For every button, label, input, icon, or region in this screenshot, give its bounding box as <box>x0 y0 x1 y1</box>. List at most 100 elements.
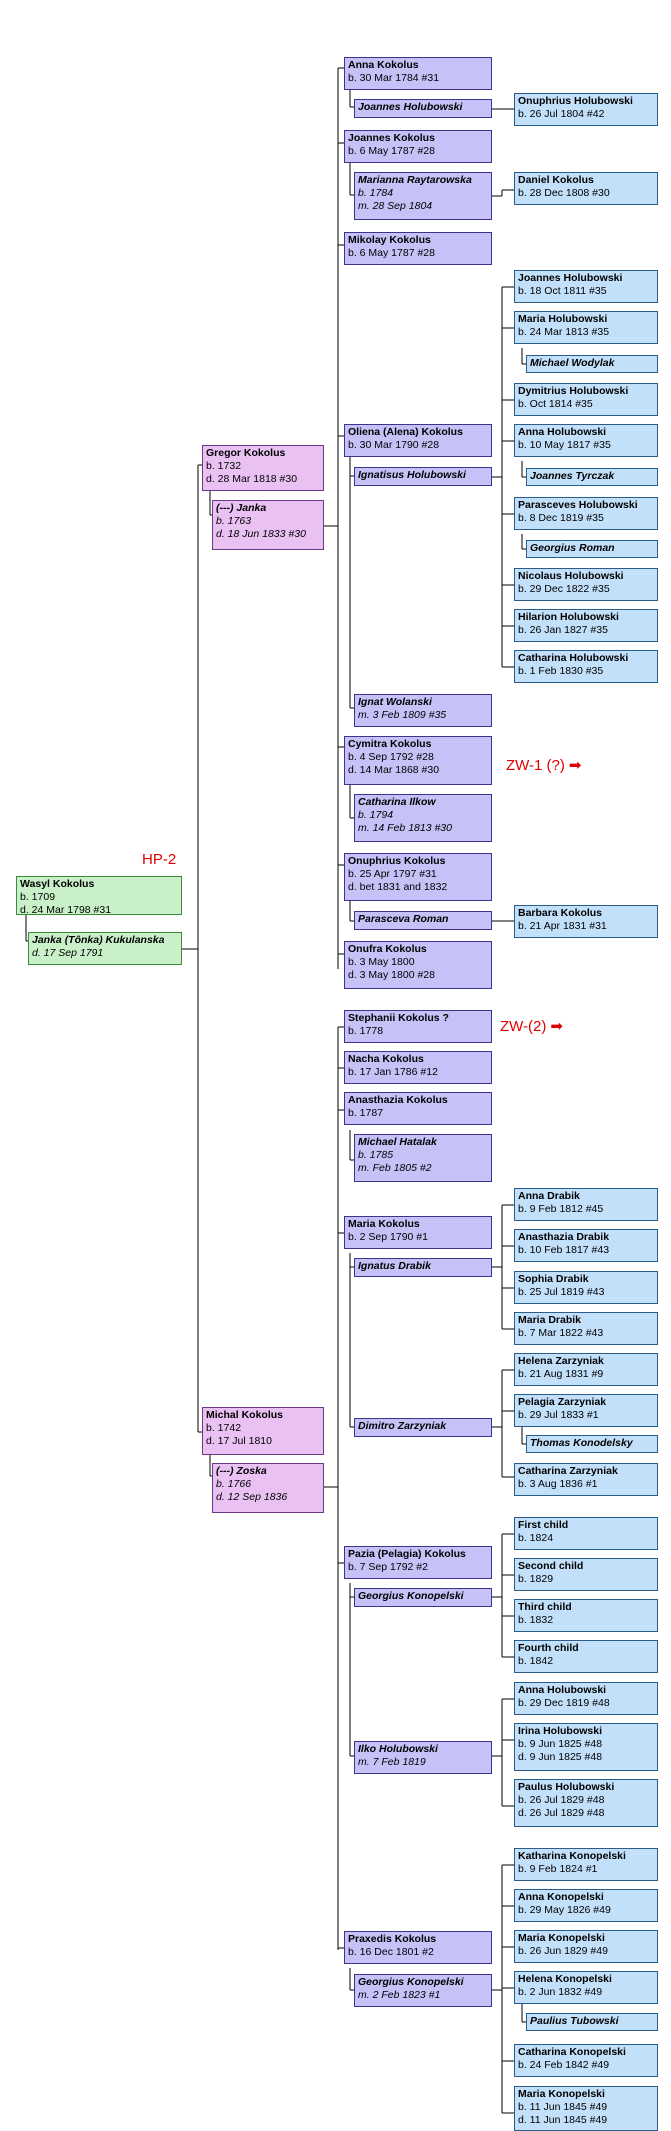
spouse-joannes-holubowski[interactable]: Joannes Holubowski <box>354 99 492 118</box>
person-stephanii-kokolus[interactable]: Stephanii Kokolus ? b. 1778 <box>344 1010 492 1043</box>
spouse-ignatisus-holubowski[interactable]: Ignatisus Holubowski <box>354 467 492 486</box>
person-cymitra-kokolus[interactable]: Cymitra Kokolus b. 4 Sep 1792 #28 d. 14 … <box>344 736 492 785</box>
spouse-ignat-wolanski[interactable]: Ignat Wolanski m. 3 Feb 1809 #35 <box>354 694 492 727</box>
spouse-parasceva-roman[interactable]: Parasceva Roman <box>354 911 492 930</box>
person-maria-kokolus[interactable]: Maria Kokolus b. 2 Sep 1790 #1 <box>344 1216 492 1249</box>
spouse-catharina-ilkow[interactable]: Catharina Ilkow b. 1794 m. 14 Feb 1813 #… <box>354 794 492 842</box>
person-wasyl-kokolus[interactable]: Wasyl Kokolus b. 1709 d. 24 Mar 1798 #31 <box>16 876 182 915</box>
person-birth: b. 25 Jul 1819 #43 <box>518 1286 605 1298</box>
person-onuphrius-kokolus[interactable]: Onuphrius Kokolus b. 25 Apr 1797 #31 d. … <box>344 853 492 901</box>
spouse-michael-wodylak[interactable]: Michael Wodylak <box>526 355 658 373</box>
spouse-thomas-konodelsky[interactable]: Thomas Konodelsky <box>526 1435 658 1453</box>
person-birth: b. 1842 <box>518 1655 554 1667</box>
spouse-dimitro-zarzyniak[interactable]: Dimitro Zarzyniak <box>354 1418 492 1437</box>
person-name: Anna Drabik <box>518 1190 580 1202</box>
person-name: Maria Holubowski <box>518 313 608 325</box>
zw-1-label: ZW-1 (?) <box>506 757 565 774</box>
spouse-name: Dimitro Zarzyniak <box>358 1420 447 1432</box>
spouse-name: (---) Janka <box>216 502 267 514</box>
person-pazia-kokolus[interactable]: Pazia (Pelagia) Kokolus b. 7 Sep 1792 #2 <box>344 1546 492 1579</box>
spouse-georgius-roman[interactable]: Georgius Roman <box>526 540 658 558</box>
spouse-paulius-tubowski[interactable]: Paulius Tubowski <box>526 2013 658 2031</box>
person-death: d. 17 Jul 1810 <box>206 1435 272 1447</box>
person-anna-kokolus[interactable]: Anna Kokolus b. 30 Mar 1784 #31 <box>344 57 492 90</box>
zw-1-tag[interactable]: ZW-1 (?)➡ <box>506 756 581 774</box>
spouse-ignatus-drabik[interactable]: Ignatus Drabik <box>354 1258 492 1277</box>
spouse-zoska[interactable]: (---) Zoska b. 1766 d. 12 Sep 1836 <box>212 1463 324 1513</box>
person-name: Maria Konopelski <box>518 2088 605 2100</box>
person-birth: b. 10 Feb 1817 #43 <box>518 1244 610 1256</box>
zw-2-tag[interactable]: ZW-(2)➡ <box>500 1017 563 1035</box>
spouse-birth: b. 1784 <box>358 187 394 199</box>
spouse-michael-hatalak[interactable]: Michael Hatalak b. 1785 m. Feb 1805 #2 <box>354 1134 492 1182</box>
person-oliena-kokolus[interactable]: Oliena (Alena) Kokolus b. 30 Mar 1790 #2… <box>344 424 492 457</box>
person-name: Catharina Holubowski <box>518 652 629 664</box>
person-praxedis-kokolus[interactable]: Praxedis Kokolus b. 16 Dec 1801 #2 <box>344 1931 492 1964</box>
person-birth: b. 1732 <box>206 460 242 472</box>
person-birth: b. 24 Feb 1842 #49 <box>518 2059 610 2071</box>
person-death: d. 11 Jun 1845 #49 <box>518 2114 608 2126</box>
person-mikolay-kokolus[interactable]: Mikolay Kokolus b. 6 May 1787 #28 <box>344 232 492 265</box>
person-birth: b. 1709 <box>20 891 56 903</box>
person-onufra-kokolus[interactable]: Onufra Kokolus b. 3 May 1800 d. 3 May 18… <box>344 941 492 989</box>
spouse-georgius-konopelski[interactable]: Georgius Konopelski <box>354 1588 492 1607</box>
person-name: Praxedis Kokolus <box>348 1933 437 1945</box>
person-birth: b. 26 Jul 1804 #42 <box>518 108 605 120</box>
person-name: Helena Konopelski <box>518 1973 612 1985</box>
spouse-name: (---) Zoska <box>216 1465 267 1477</box>
spouse-name: Ignat Wolanski <box>358 696 432 708</box>
person-michal-kokolus[interactable]: Michal Kokolus b. 1742 d. 17 Jul 1810 <box>202 1407 324 1455</box>
person-name: Irina Holubowski <box>518 1725 603 1737</box>
person-joannes-kokolus[interactable]: Joannes Kokolus b. 6 May 1787 #28 <box>344 130 492 163</box>
spouse-birth: b. 1785 <box>358 1149 394 1161</box>
spouse-joannes-tyrczak[interactable]: Joannes Tyrczak <box>526 468 658 486</box>
person-birth: b. 1832 <box>518 1614 554 1626</box>
person-nacha-kokolus[interactable]: Nacha Kokolus b. 17 Jan 1786 #12 <box>344 1051 492 1084</box>
spouse-janka[interactable]: (---) Janka b. 1763 d. 18 Jun 1833 #30 <box>212 500 324 550</box>
person-anasthazia-kokolus[interactable]: Anasthazia Kokolus b. 1787 <box>344 1092 492 1125</box>
person-name: Nicolaus Holubowski <box>518 570 624 582</box>
spouse-georgius-konopelski-2[interactable]: Georgius Konopelski m. 2 Feb 1823 #1 <box>354 1974 492 2007</box>
person-name: Michal Kokolus <box>206 1409 284 1421</box>
person-name: Joannes Holubowski <box>518 272 623 284</box>
spouse-ilko-holubowski[interactable]: Ilko Holubowski m. 7 Feb 1819 <box>354 1741 492 1774</box>
spouse-name: Ignatisus Holubowski <box>358 469 466 481</box>
person-name: Joannes Kokolus <box>348 132 435 144</box>
person-birth: b. 17 Jan 1786 #12 <box>348 1066 438 1078</box>
spouse-janka-kukulanska[interactable]: Janka (Tônka) Kukulanska d. 17 Sep 1791 <box>28 932 182 965</box>
spouse-marianna-raytarowska[interactable]: Marianna Raytarowska b. 1784 m. 28 Sep 1… <box>354 172 492 220</box>
spouse-death: d. 12 Sep 1836 <box>216 1491 288 1503</box>
person-gregor-kokolus[interactable]: Gregor Kokolus b. 1732 d. 28 Mar 1818 #3… <box>202 445 324 491</box>
